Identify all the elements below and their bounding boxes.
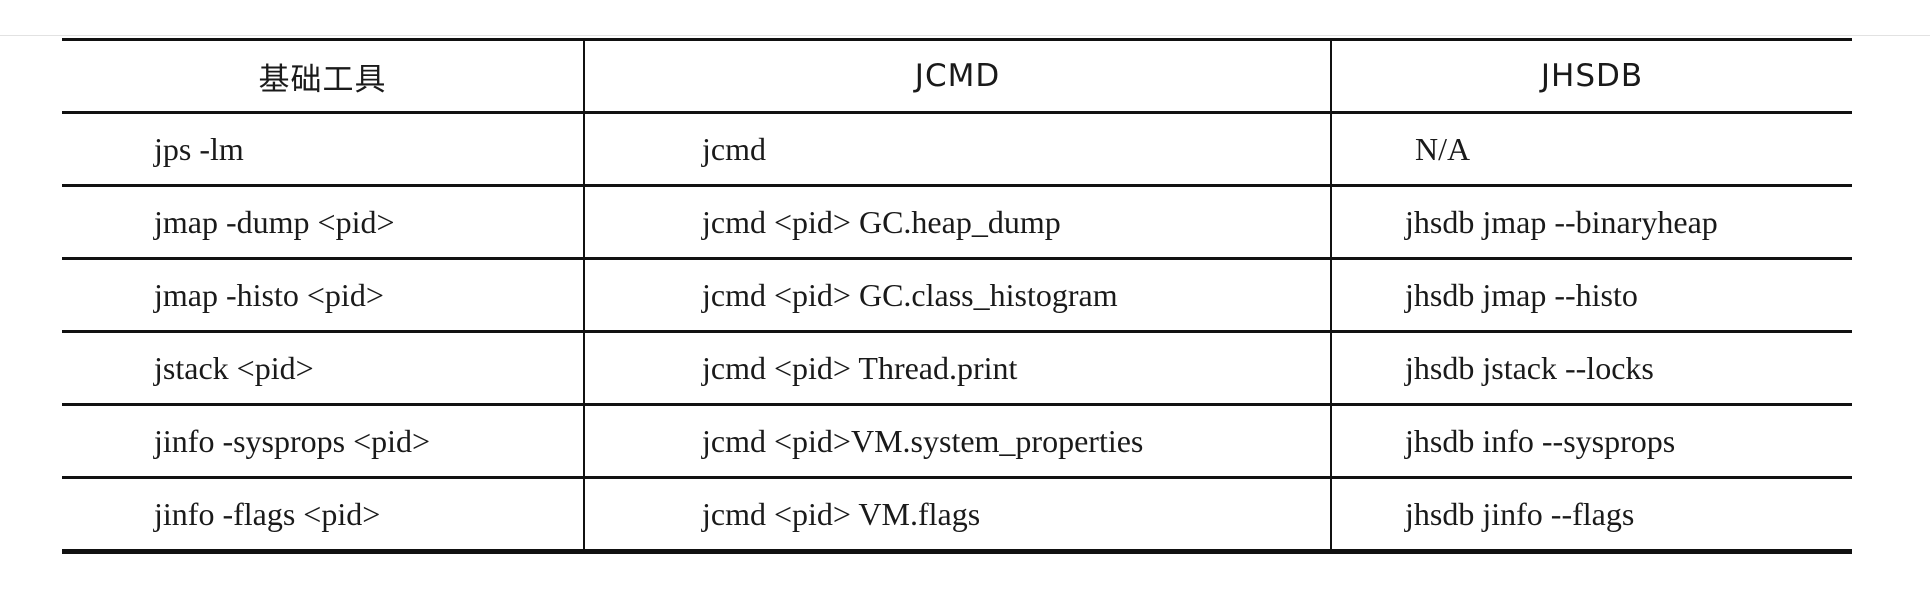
table-row: jps -lm jcmd N/A [62, 112, 1852, 187]
basic-tool-cell: jstack <pid> [62, 331, 584, 406]
table-row: jmap -dump <pid> jcmd <pid> GC.heap_dump… [62, 185, 1852, 260]
table-row: jstack <pid> jcmd <pid> Thread.print jhs… [62, 331, 1852, 406]
jhsdb-cell: jhsdb info --sysprops [1330, 404, 1852, 479]
jhsdb-cell: jhsdb jstack --locks [1330, 331, 1852, 406]
page-top-rule [0, 35, 1930, 36]
jcmd-cell: jcmd [583, 112, 1331, 187]
header-row: 基础工具 JCMD JHSDB [62, 39, 1852, 114]
basic-tool-cell: jps -lm [62, 112, 584, 187]
basic-tool-cell: jmap -dump <pid> [62, 185, 584, 260]
table-header: 基础工具 JCMD JHSDB [62, 39, 1852, 114]
jhsdb-cell: jhsdb jmap --histo [1330, 258, 1852, 333]
jcmd-cell: jcmd <pid> Thread.print [583, 331, 1331, 406]
jcmd-cell: jcmd <pid> VM.flags [583, 477, 1331, 552]
header-basic-tools: 基础工具 [62, 39, 584, 114]
header-jhsdb: JHSDB [1330, 39, 1852, 114]
header-jcmd: JCMD [583, 39, 1331, 114]
jhsdb-cell: jhsdb jinfo --flags [1330, 477, 1852, 552]
jhsdb-cell: jhsdb jmap --binaryheap [1330, 185, 1852, 260]
basic-tool-cell: jmap -histo <pid> [62, 258, 584, 333]
tool-comparison-table: 基础工具 JCMD JHSDB jps -lm jcmd N/A jmap -d… [62, 38, 1852, 554]
jhsdb-cell: N/A [1330, 112, 1852, 187]
jcmd-cell: jcmd <pid> GC.heap_dump [583, 185, 1331, 260]
table-row: jmap -histo <pid> jcmd <pid> GC.class_hi… [62, 258, 1852, 333]
jcmd-cell: jcmd <pid>VM.system_properties [583, 404, 1331, 479]
table-row: jinfo -flags <pid> jcmd <pid> VM.flags j… [62, 477, 1852, 552]
table-body: jps -lm jcmd N/A jmap -dump <pid> jcmd <… [62, 112, 1852, 552]
jcmd-cell: jcmd <pid> GC.class_histogram [583, 258, 1331, 333]
basic-tool-cell: jinfo -sysprops <pid> [62, 404, 584, 479]
basic-tool-cell: jinfo -flags <pid> [154, 495, 381, 532]
table-row: jinfo -sysprops <pid> jcmd <pid>VM.syste… [62, 404, 1852, 479]
